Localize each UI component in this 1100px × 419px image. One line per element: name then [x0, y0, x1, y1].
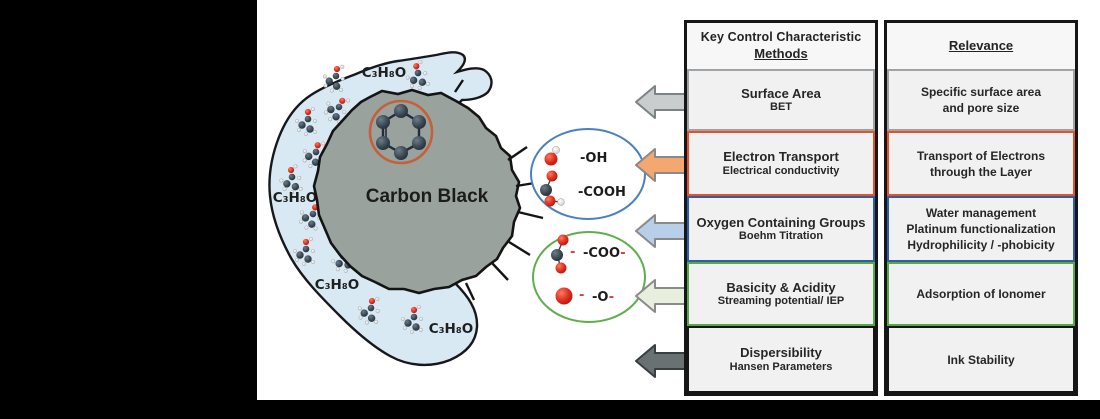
- particle-label: Carbon Black: [366, 186, 489, 207]
- left-arrow-icon: [635, 214, 687, 248]
- relevance-table-header: Relevance: [887, 23, 1075, 69]
- relevance-table: Relevance Specific surface area and pore…: [884, 20, 1078, 396]
- method-table-subtitle: Methods: [754, 45, 808, 61]
- carbon-black-illustration: C₃H₈O C₃H₈O C₃H₈O C₃H₈O: [268, 51, 646, 367]
- method-row-basicity-acidity: Basicity & Acidity Streaming potential/ …: [687, 262, 875, 327]
- method-table-title: Key Control Characteristic: [700, 30, 862, 45]
- left-arrow-icon: [635, 344, 687, 378]
- left-arrow-icon: [635, 148, 687, 182]
- left-arrow-icon: [635, 85, 687, 119]
- method-row-surface-area: Surface Area BET: [687, 69, 875, 132]
- bottom-black-margin: [0, 400, 1100, 419]
- relevance-row-dispersibility: Ink Stability: [887, 326, 1075, 393]
- method-table: Key Control Characteristic Methods Surfa…: [684, 20, 878, 396]
- solvent-label: C₃H₈O: [273, 190, 318, 206]
- relevance-table-title: Relevance: [948, 37, 1014, 53]
- left-arrow-icon: [635, 279, 687, 313]
- oh-label: -OH: [580, 151, 607, 166]
- o-minus-label: -O-: [592, 290, 614, 305]
- relevance-row-basicity-acidity: Adsorption of Ionomer: [887, 262, 1075, 327]
- relevance-row-oxygen-groups: Water management Platinum functionalizat…: [887, 196, 1075, 263]
- solvent-label: C₃H₈O: [362, 65, 407, 81]
- method-table-header: Key Control Characteristic Methods: [687, 23, 875, 69]
- charge-minus: -: [570, 245, 575, 260]
- functional-groups-circle-neutral: -OH -COOH: [530, 128, 646, 220]
- solvent-label: C₃H₈O: [315, 277, 360, 293]
- orange-highlight-circle: [368, 99, 434, 165]
- particle-spikes: [454, 79, 544, 301]
- solvent-label: C₃H₈O: [429, 321, 474, 337]
- cooh-label: -COOH: [578, 185, 626, 200]
- carbon-black-particle: Carbon Black: [312, 79, 544, 301]
- coo-label: -COO-: [583, 246, 626, 261]
- relevance-row-surface-area: Specific surface area and pore size: [887, 69, 1075, 132]
- charge-minus: -: [579, 288, 584, 303]
- benzene-ring-icon: [376, 104, 426, 160]
- method-row-dispersibility: Dispersibility Hansen Parameters: [687, 326, 875, 393]
- method-row-electron-transport: Electron Transport Electrical conductivi…: [687, 131, 875, 197]
- method-row-oxygen-groups: Oxygen Containing Groups Boehm Titration: [687, 196, 875, 263]
- left-black-margin: [0, 0, 257, 419]
- relevance-row-electron-transport: Transport of Electrons through the Layer: [887, 131, 1075, 197]
- functional-groups-circle-charged: - -COO- - -O-: [532, 231, 646, 323]
